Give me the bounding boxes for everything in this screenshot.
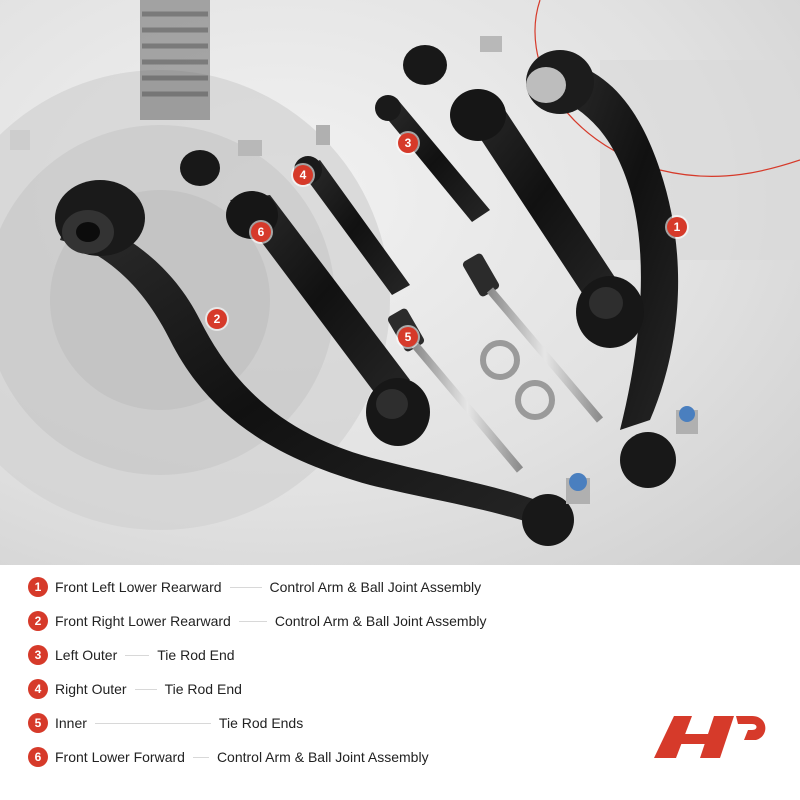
marker-1: 1 (667, 217, 687, 237)
product-photo: 1 2 3 4 5 6 (0, 0, 800, 565)
leader-line (229, 586, 262, 588)
legend-item: 1 Front Left Lower Rearward Control Arm … (28, 576, 481, 598)
position-label: Front Left Lower Rearward (55, 579, 222, 595)
position-label: Left Outer (55, 647, 118, 663)
legend-item: 3 Left Outer Tie Rod End (28, 644, 235, 666)
marker-6: 6 (251, 222, 271, 242)
part-label: Control Arm & Ball Joint Assembly (269, 579, 482, 595)
control-arm-1 (526, 50, 698, 488)
tie-rod-end-3 (375, 95, 490, 222)
number-badge: 4 (28, 679, 48, 699)
marker-2: 2 (207, 309, 227, 329)
legend-item: 5 Inner Tie Rod Ends (28, 712, 303, 734)
leader-line (192, 756, 209, 758)
number-badge: 6 (28, 747, 48, 767)
control-arm-forward-right (403, 36, 644, 348)
marker-5: 5 (398, 327, 418, 347)
part-label: Tie Rod Ends (218, 715, 304, 731)
number-badge: 2 (28, 611, 48, 631)
position-label: Inner (55, 715, 87, 731)
part-label: Control Arm & Ball Joint Assembly (216, 749, 429, 765)
leader-line (94, 722, 211, 724)
leader-line (134, 688, 157, 690)
marker-4: 4 (293, 165, 313, 185)
legend-item: 2 Front Right Lower Rearward Control Arm… (28, 610, 487, 632)
legend-item: 6 Front Lower Forward Control Arm & Ball… (28, 746, 429, 768)
part-label: Tie Rod End (164, 681, 242, 697)
part-label: Tie Rod End (157, 647, 235, 663)
marker-3: 3 (398, 133, 418, 153)
leader-line (125, 654, 150, 656)
part-label: Control Arm & Ball Joint Assembly (274, 613, 487, 629)
position-label: Front Lower Forward (55, 749, 185, 765)
number-badge: 1 (28, 577, 48, 597)
control-arm-6 (180, 140, 430, 446)
suspension-kit-illustration (0, 0, 800, 565)
a-premium-logo-icon (652, 710, 772, 762)
control-arm-2 (55, 180, 590, 546)
leader-line (238, 620, 267, 622)
position-label: Right Outer (55, 681, 127, 697)
legend-item: 4 Right Outer Tie Rod End (28, 678, 242, 700)
number-badge: 3 (28, 645, 48, 665)
number-badge: 5 (28, 713, 48, 733)
position-label: Front Right Lower Rearward (55, 613, 231, 629)
